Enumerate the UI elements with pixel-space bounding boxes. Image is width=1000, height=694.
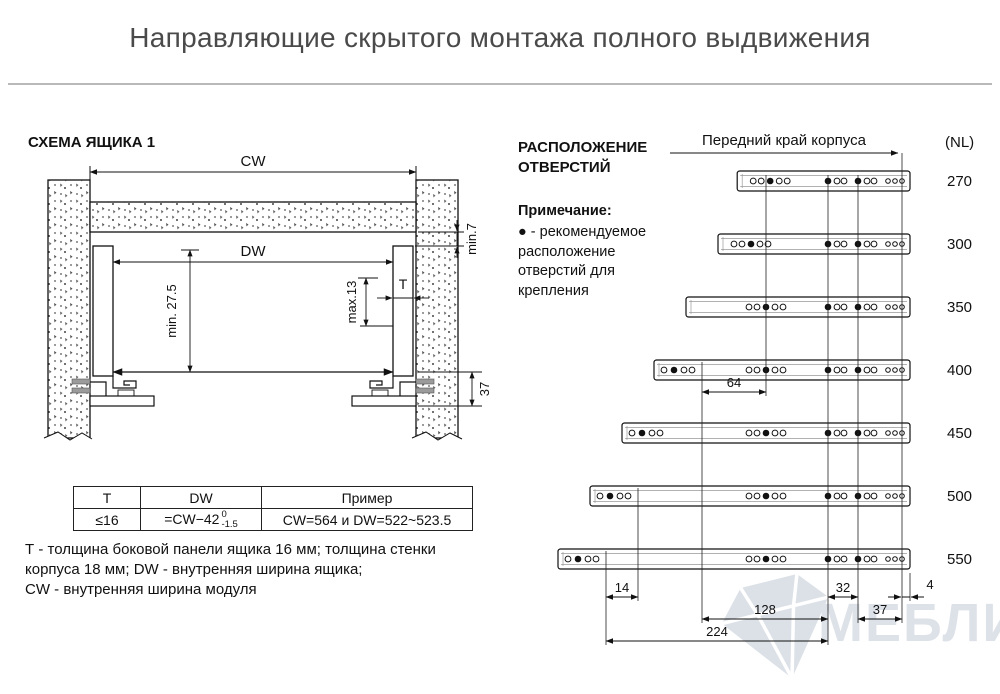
dim-37: 37: [418, 371, 492, 407]
dim-label-t: T: [399, 276, 408, 292]
tolerance-top: 0: [221, 508, 227, 520]
front-edge-marking: Передний край корпуса (NL): [670, 132, 974, 156]
rail-400: 400: [653, 359, 972, 381]
dim-min275: min. 27.5: [164, 249, 199, 373]
value-t: ≤16: [73, 508, 141, 531]
header-example: Пример: [261, 486, 473, 509]
dim-label-4: 4: [926, 577, 933, 592]
dim-label-224: 224: [706, 624, 728, 639]
dim-label-128: 128: [754, 602, 776, 617]
note-text: ● - рекомендуемое расположение отверстий…: [518, 224, 647, 299]
dim-label-64: 64: [727, 375, 741, 390]
holes-heading-line1: РАСПОЛОЖЕНИЕ: [518, 139, 648, 156]
dim-label-max13: max.13: [344, 281, 359, 324]
nl-label: (NL): [945, 134, 974, 151]
dim-label-32: 32: [836, 580, 850, 595]
note-title: Примечание:: [518, 203, 612, 219]
rail-500: 500: [589, 485, 972, 507]
dim-t: T: [377, 276, 429, 301]
drawer-schema-drawing: CW min.7 DW T max.13: [43, 153, 492, 462]
front-edge-label: Передний край корпуса: [702, 132, 867, 149]
hole-dimensions: 64 14 32 4 128 37 224: [605, 375, 934, 644]
rail-body: [717, 233, 911, 255]
rail-length-label: 500: [947, 488, 972, 505]
legend-note-1: Т - толщина боковой панели ящика 16 мм; …: [25, 541, 436, 578]
cabinet-walls: [43, 179, 463, 462]
dim-dw: DW: [112, 243, 394, 265]
tolerance-stack: 0-1.5: [221, 508, 238, 530]
legend-note-2: CW - внутренняя ширина модуля: [25, 580, 257, 598]
legend-notes: Т - толщина боковой панели ящика 16 мм; …: [25, 540, 487, 599]
value-example: CW=564 и DW=522~523.5: [261, 508, 473, 531]
dim-label-37r: 37: [873, 602, 887, 617]
dim-label-37: 37: [477, 382, 492, 396]
rail-300: 300: [717, 233, 972, 255]
dim-label-dw: DW: [241, 243, 267, 260]
rail-length-label: 350: [947, 299, 972, 316]
dim-label-cw: CW: [241, 153, 267, 170]
rail-length-label: 450: [947, 425, 972, 442]
title-divider: [8, 83, 992, 85]
rail-350: 350: [685, 296, 972, 318]
holes-heading-line2: ОТВЕРСТИЙ: [518, 158, 611, 176]
dim-label-min7: min.7: [464, 223, 479, 255]
rail-450: 450: [621, 422, 972, 444]
page-title: Направляющие скрытого монтажа полного вы…: [129, 22, 871, 53]
rail-body: [557, 548, 911, 570]
slide-hardware-left: [71, 376, 155, 407]
holes-heading: РАСПОЛОЖЕНИЕ ОТВЕРСТИЙ: [518, 138, 647, 177]
tolerance-bottom: -1.5: [221, 518, 238, 530]
rail-270: 270: [736, 170, 972, 192]
hole-layout-drawing: 270 300 350 400 450 500 550 Передний край корп…: [557, 132, 974, 645]
rail-body: [736, 170, 911, 192]
dim-min7: min.7: [415, 220, 479, 258]
dim-cw: CW: [89, 153, 417, 198]
rail-550: 550: [557, 548, 972, 570]
rail-body: [685, 296, 911, 318]
dim-label-min275: min. 27.5: [164, 284, 179, 337]
schema-heading: СХЕМА ЯЩИКА 1: [28, 134, 156, 151]
header-dw: DW: [140, 486, 262, 509]
rails: 270 300 350 400 450 500 550: [557, 170, 972, 570]
rail-length-label: 400: [947, 362, 972, 379]
dim-max13: max.13: [344, 277, 393, 327]
header-t: T: [73, 486, 141, 509]
reference-lines: [605, 153, 911, 645]
rail-length-label: 270: [947, 173, 972, 190]
dim-label-14: 14: [615, 580, 629, 595]
value-dw-base: =CW−42: [164, 510, 220, 527]
rail-length-label: 300: [947, 236, 972, 253]
spec-table-header-row: T DW Пример: [73, 486, 473, 509]
rail-length-label: 550: [947, 551, 972, 568]
drawer-body: [92, 245, 414, 377]
